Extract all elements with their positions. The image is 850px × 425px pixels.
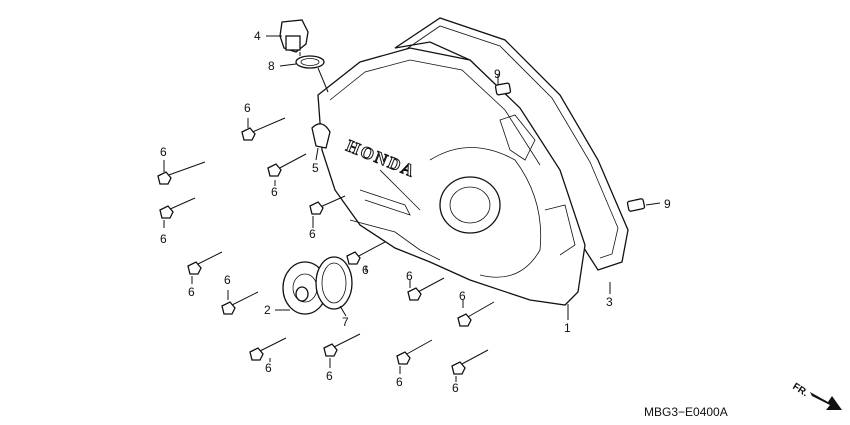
callout-6-f: 6: [188, 285, 195, 299]
callout-6-c: 6: [271, 185, 278, 199]
diagram-code: MBG3−E0400A: [644, 405, 728, 419]
callout-3: 3: [606, 295, 613, 309]
bolt: [267, 153, 307, 177]
callout-6-j: 6: [459, 289, 466, 303]
window-o-ring: [315, 256, 353, 310]
bolt: [241, 117, 286, 141]
callout-6-k: 6: [265, 361, 272, 375]
clamp: [311, 123, 331, 149]
bolt: [451, 349, 489, 375]
callout-4: 4: [254, 29, 261, 43]
o-ring: [295, 55, 325, 69]
bolt: [407, 277, 445, 301]
callout-8: 8: [268, 59, 275, 73]
callout-6-h: 6: [224, 273, 231, 287]
bolt: [157, 161, 206, 185]
callout-6-d: 6: [160, 232, 167, 246]
dowel-pin: [626, 198, 646, 212]
callout-6-i: 6: [406, 269, 413, 283]
bolt: [221, 291, 259, 315]
bolt: [396, 339, 433, 365]
callout-6-e: 6: [309, 227, 316, 241]
leader-lines: [163, 35, 661, 382]
crankcase-cover: [317, 47, 586, 306]
dowel-pin: [494, 82, 512, 96]
oil-check-window: [282, 261, 328, 315]
callout-9-right: 9: [664, 197, 671, 211]
callout-6-b: 6: [160, 145, 167, 159]
callout-6-l: 6: [326, 369, 333, 383]
direction-label: FR.: [790, 381, 810, 399]
bolt: [323, 333, 361, 357]
direction-arrow-icon: [810, 392, 842, 410]
callout-9-upper: 9: [494, 67, 501, 81]
oil-filler-cap: [279, 19, 309, 53]
callout-6-m: 6: [396, 375, 403, 389]
callout-6-n: 6: [452, 381, 459, 395]
bolt: [187, 251, 223, 275]
callout-6-g: 6: [362, 263, 369, 277]
callout-5: 5: [312, 161, 319, 175]
callout-6-a: 6: [244, 101, 251, 115]
callout-1: 1: [564, 321, 571, 335]
bolt: [159, 197, 196, 219]
bolt: [457, 301, 495, 327]
bolt: [346, 241, 386, 265]
callout-7: 7: [342, 315, 349, 329]
callout-2: 2: [264, 303, 271, 317]
bolt: [249, 337, 287, 361]
bolt: [309, 195, 346, 215]
